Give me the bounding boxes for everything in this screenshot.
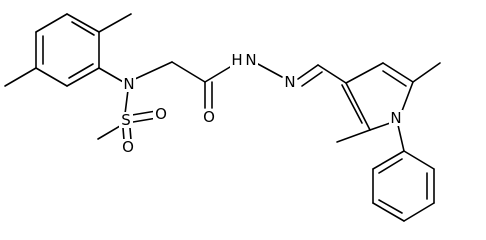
- atom-o-sulfonyl-right: O: [153, 105, 169, 123]
- bond: [68, 63, 94, 79]
- atom-label: N: [245, 51, 256, 69]
- bond: [401, 81, 414, 112]
- bond: [66, 67, 100, 87]
- bond: [66, 13, 100, 33]
- bond: [403, 150, 435, 170]
- bond: [297, 64, 319, 80]
- bond: [317, 64, 347, 84]
- atom-label: O: [203, 108, 215, 126]
- bond: [257, 63, 283, 78]
- bond: [134, 61, 173, 80]
- atom-n-sulfonamide: N: [122, 75, 136, 93]
- bond: [345, 82, 371, 131]
- bond: [35, 67, 68, 87]
- bond: [98, 67, 126, 84]
- bond: [378, 199, 403, 214]
- bond: [382, 70, 407, 87]
- bond-layer: [4, 13, 441, 222]
- bond: [4, 67, 37, 87]
- bond: [129, 127, 132, 141]
- atom-o-sulfonyl-bottom: O: [120, 138, 136, 156]
- bond: [336, 129, 371, 143]
- atom-n-pyrrole: N: [389, 109, 403, 127]
- bond: [97, 125, 121, 140]
- bond: [204, 66, 231, 83]
- bond: [301, 71, 323, 87]
- atom-s-sulfonyl: S: [119, 111, 133, 129]
- bond: [372, 202, 405, 222]
- bond: [71, 21, 95, 36]
- atom-label: N: [123, 75, 134, 93]
- bond: [345, 62, 384, 84]
- atom-label: O: [122, 138, 134, 156]
- molecule-structure-diagram: N S O O O H N N N: [4, 13, 441, 222]
- atom-label-layer: N S O O O H N N N: [119, 51, 403, 156]
- atom-n-hydrazide: H N: [230, 51, 258, 69]
- bond: [397, 124, 405, 152]
- bond: [98, 13, 132, 33]
- bond: [412, 62, 441, 83]
- bond: [124, 89, 129, 115]
- atom-label: H: [231, 51, 242, 69]
- atom-label: S: [121, 111, 131, 129]
- bond: [372, 150, 405, 170]
- bond: [403, 202, 435, 222]
- atom-o-carbonyl: O: [201, 108, 217, 126]
- bond: [35, 13, 68, 33]
- atom-label: O: [155, 105, 167, 123]
- bond: [171, 61, 206, 83]
- atom-n-imine: N: [283, 73, 297, 91]
- atom-label: N: [284, 73, 295, 91]
- bond: [122, 127, 125, 141]
- bond: [378, 158, 403, 174]
- bond: [131, 110, 157, 116]
- bond: [382, 62, 414, 83]
- bond: [341, 84, 363, 124]
- atom-label: N: [390, 109, 401, 127]
